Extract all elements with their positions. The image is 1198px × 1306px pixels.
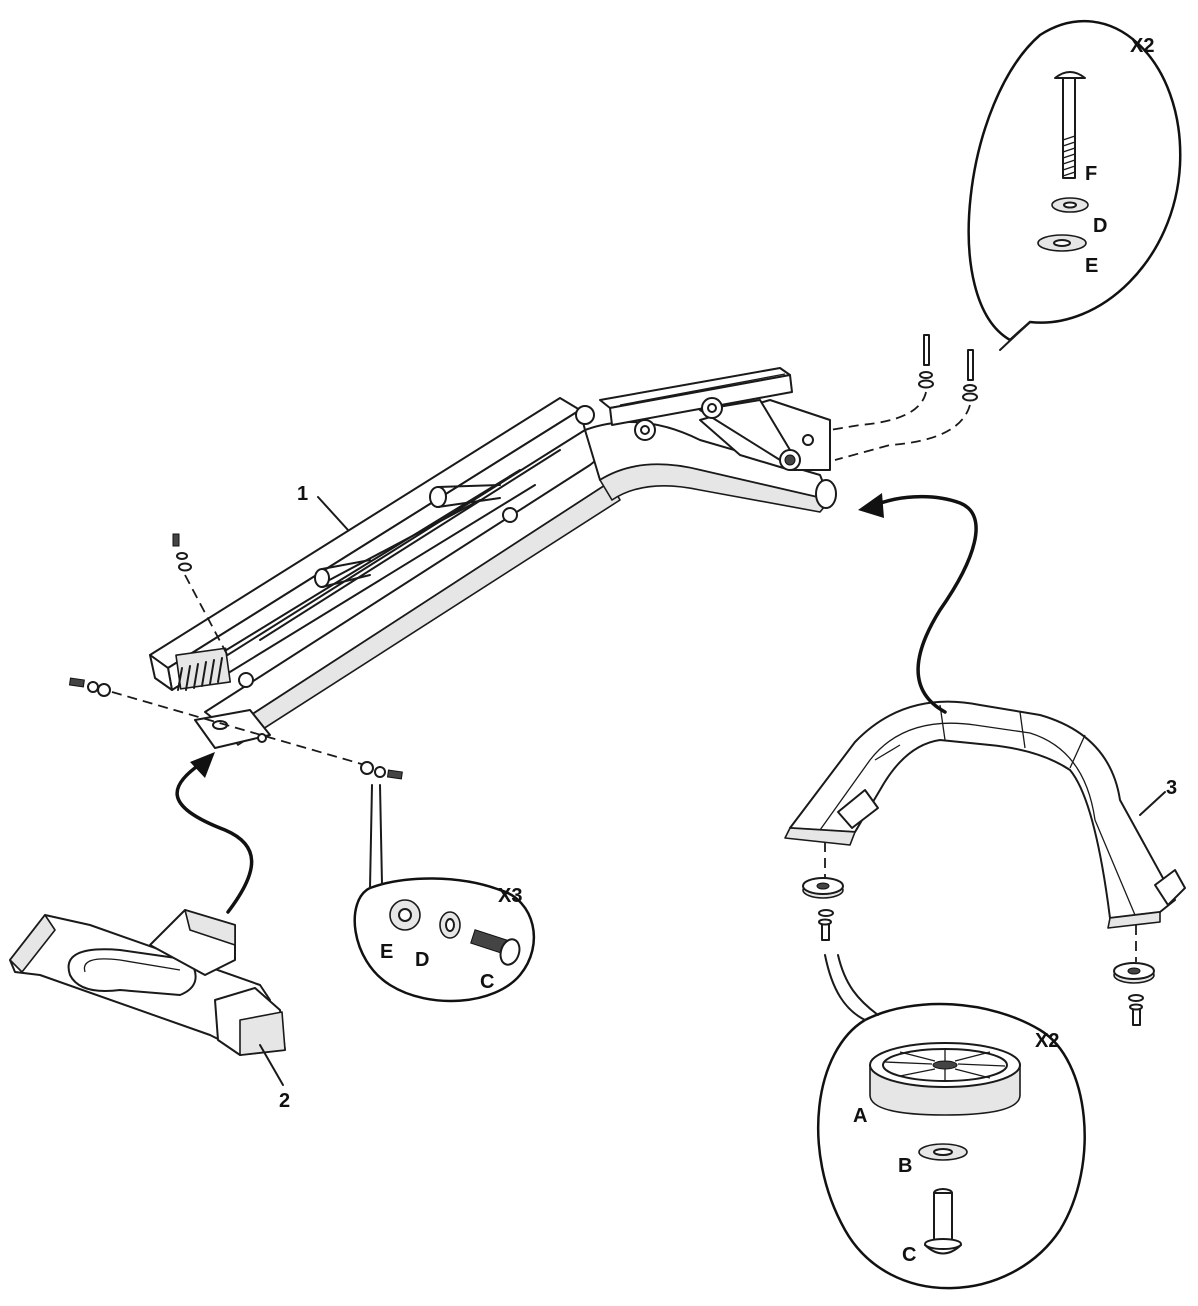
bolt-thread [1062,135,1076,177]
rear-stabilizer-label: 3 [1166,777,1177,799]
front-assembly-arrow [175,760,254,914]
wheel-disc [869,1042,1021,1116]
side-callout-bolt-label: C [480,971,494,993]
frame-label: 1 [297,483,308,505]
front-top-hardware [172,533,231,661]
top-bolt-callout: X2 F D E [967,19,1182,351]
frame-leader-line [317,496,349,531]
front-teeth [177,657,223,691]
wheel-callout-quantity: X2 [1035,1030,1059,1052]
side-hardware [68,677,403,780]
rear-stabilizer [784,700,1186,929]
wheel-callout-washer-label: B [898,1155,912,1177]
side-callout-lock-washer-label: D [415,949,429,971]
side-callout-flat-washer-label: E [380,941,393,963]
top-callout-flat-washer-label: E [1085,255,1098,277]
wheel-callout: X2 A B C [817,954,1086,1290]
top-bolts-hardware [829,334,978,461]
wheel-bolt [924,1188,962,1255]
wheel-callout-bolt-label: C [902,1244,916,1266]
side-bolt [470,929,521,966]
top-callout-lock-washer-label: D [1093,215,1107,237]
main-frame [149,367,837,749]
front-stabilizer-label: 2 [279,1090,290,1112]
top-callout-bolt-label: F [1085,163,1097,185]
top-callout-quantity: X2 [1130,35,1154,57]
side-bolt-callout: X3 E D C [353,784,535,1003]
front-stabilizer [9,909,286,1086]
side-callout-quantity: X3 [498,885,522,907]
rear-right-wheel [1113,925,1155,1026]
wheel-callout-wheel-label: A [853,1105,867,1127]
rear-assembly-arrow [873,494,978,714]
rear-left-wheel [802,842,844,941]
